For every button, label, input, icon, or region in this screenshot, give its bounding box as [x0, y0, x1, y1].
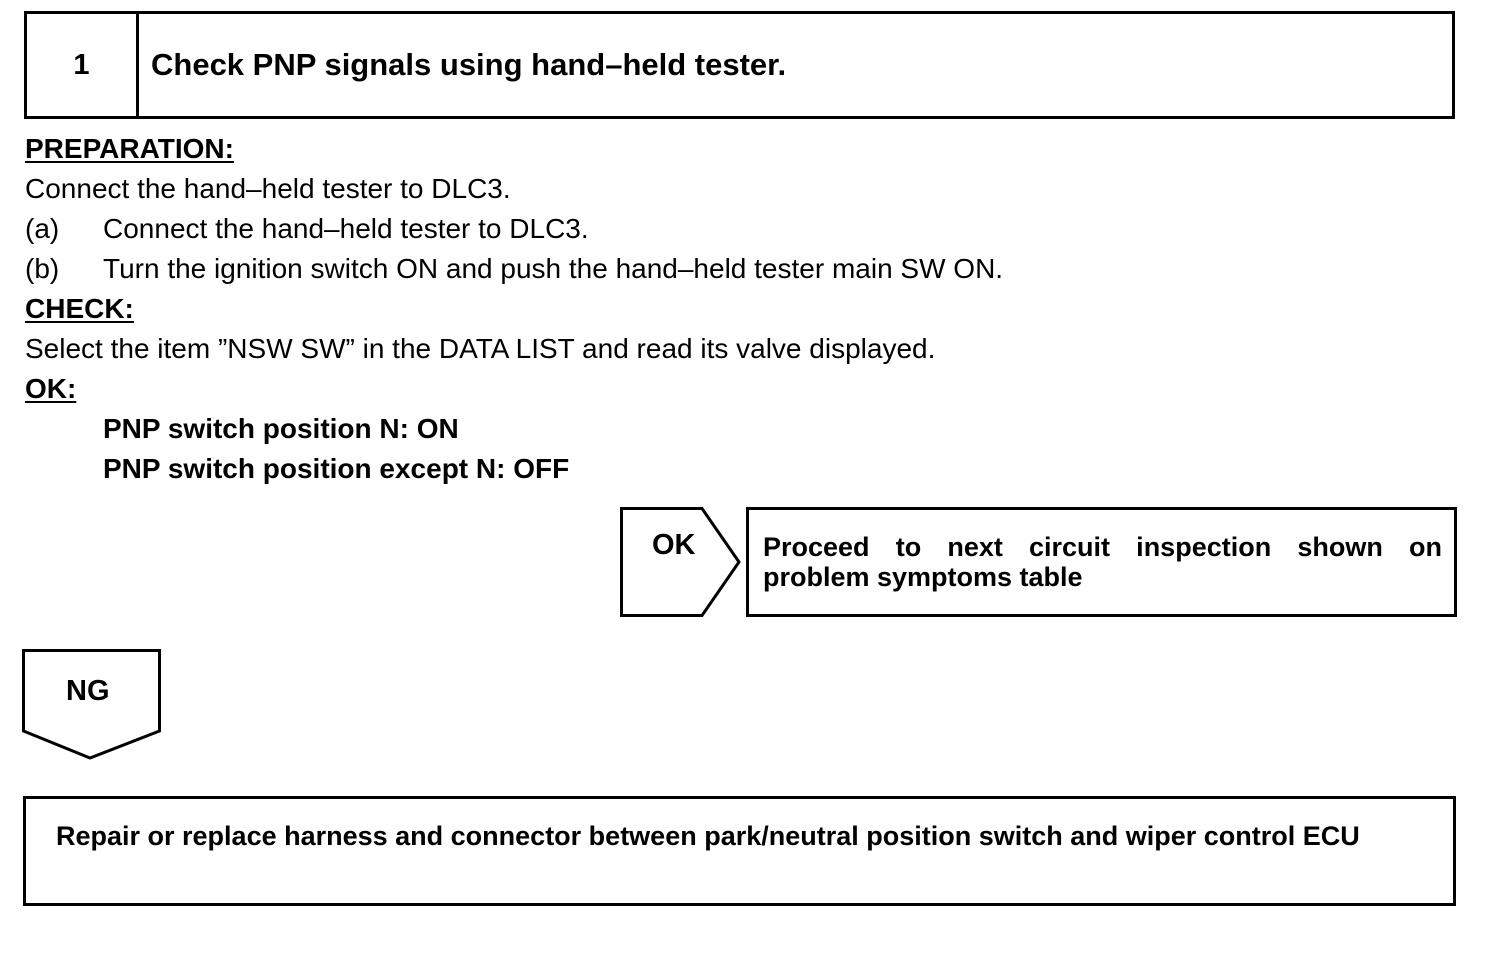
check-text: Select the item ”NSW SW” in the DATA LIS… — [25, 333, 936, 364]
ng-result-box: Repair or replace harness and connector … — [23, 796, 1456, 906]
ng-arrow-shape — [22, 649, 161, 760]
preparation-heading: PREPARATION: — [25, 133, 234, 164]
ng-result-text: Repair or replace harness and connector … — [56, 821, 1360, 851]
step-number: 1 — [27, 14, 139, 116]
preparation-step-a: (a) Connect the hand–held tester to DLC3. — [25, 212, 589, 246]
ok-branch-label: OK — [652, 529, 696, 561]
step-b-text: Turn the ignition switch ON and push the… — [103, 253, 1004, 284]
ok-result-box: Proceed to next circuit inspection shown… — [746, 507, 1457, 617]
step-a-label: (a) — [25, 213, 60, 244]
step-header: 1 Check PNP signals using hand–held test… — [24, 11, 1455, 119]
ok-criteria-line-1: PNP switch position N: ON — [103, 413, 459, 444]
ok-heading: OK: — [25, 373, 77, 404]
step-a-text: Connect the hand–held tester to DLC3. — [103, 213, 589, 244]
check-heading: CHECK: — [25, 293, 134, 324]
ng-branch-label: NG — [66, 675, 110, 707]
preparation-step-b: (b) Turn the ignition switch ON and push … — [25, 252, 1003, 286]
step-b-label: (b) — [25, 253, 60, 284]
ok-result-text: Proceed to next circuit inspection shown… — [763, 532, 1442, 592]
step-title: Check PNP signals using hand–held tester… — [151, 47, 787, 82]
ok-arrow-shape — [620, 507, 741, 617]
preparation-intro: Connect the hand–held tester to DLC3. — [25, 173, 511, 204]
ok-criteria-line-2: PNP switch position except N: OFF — [103, 453, 570, 484]
